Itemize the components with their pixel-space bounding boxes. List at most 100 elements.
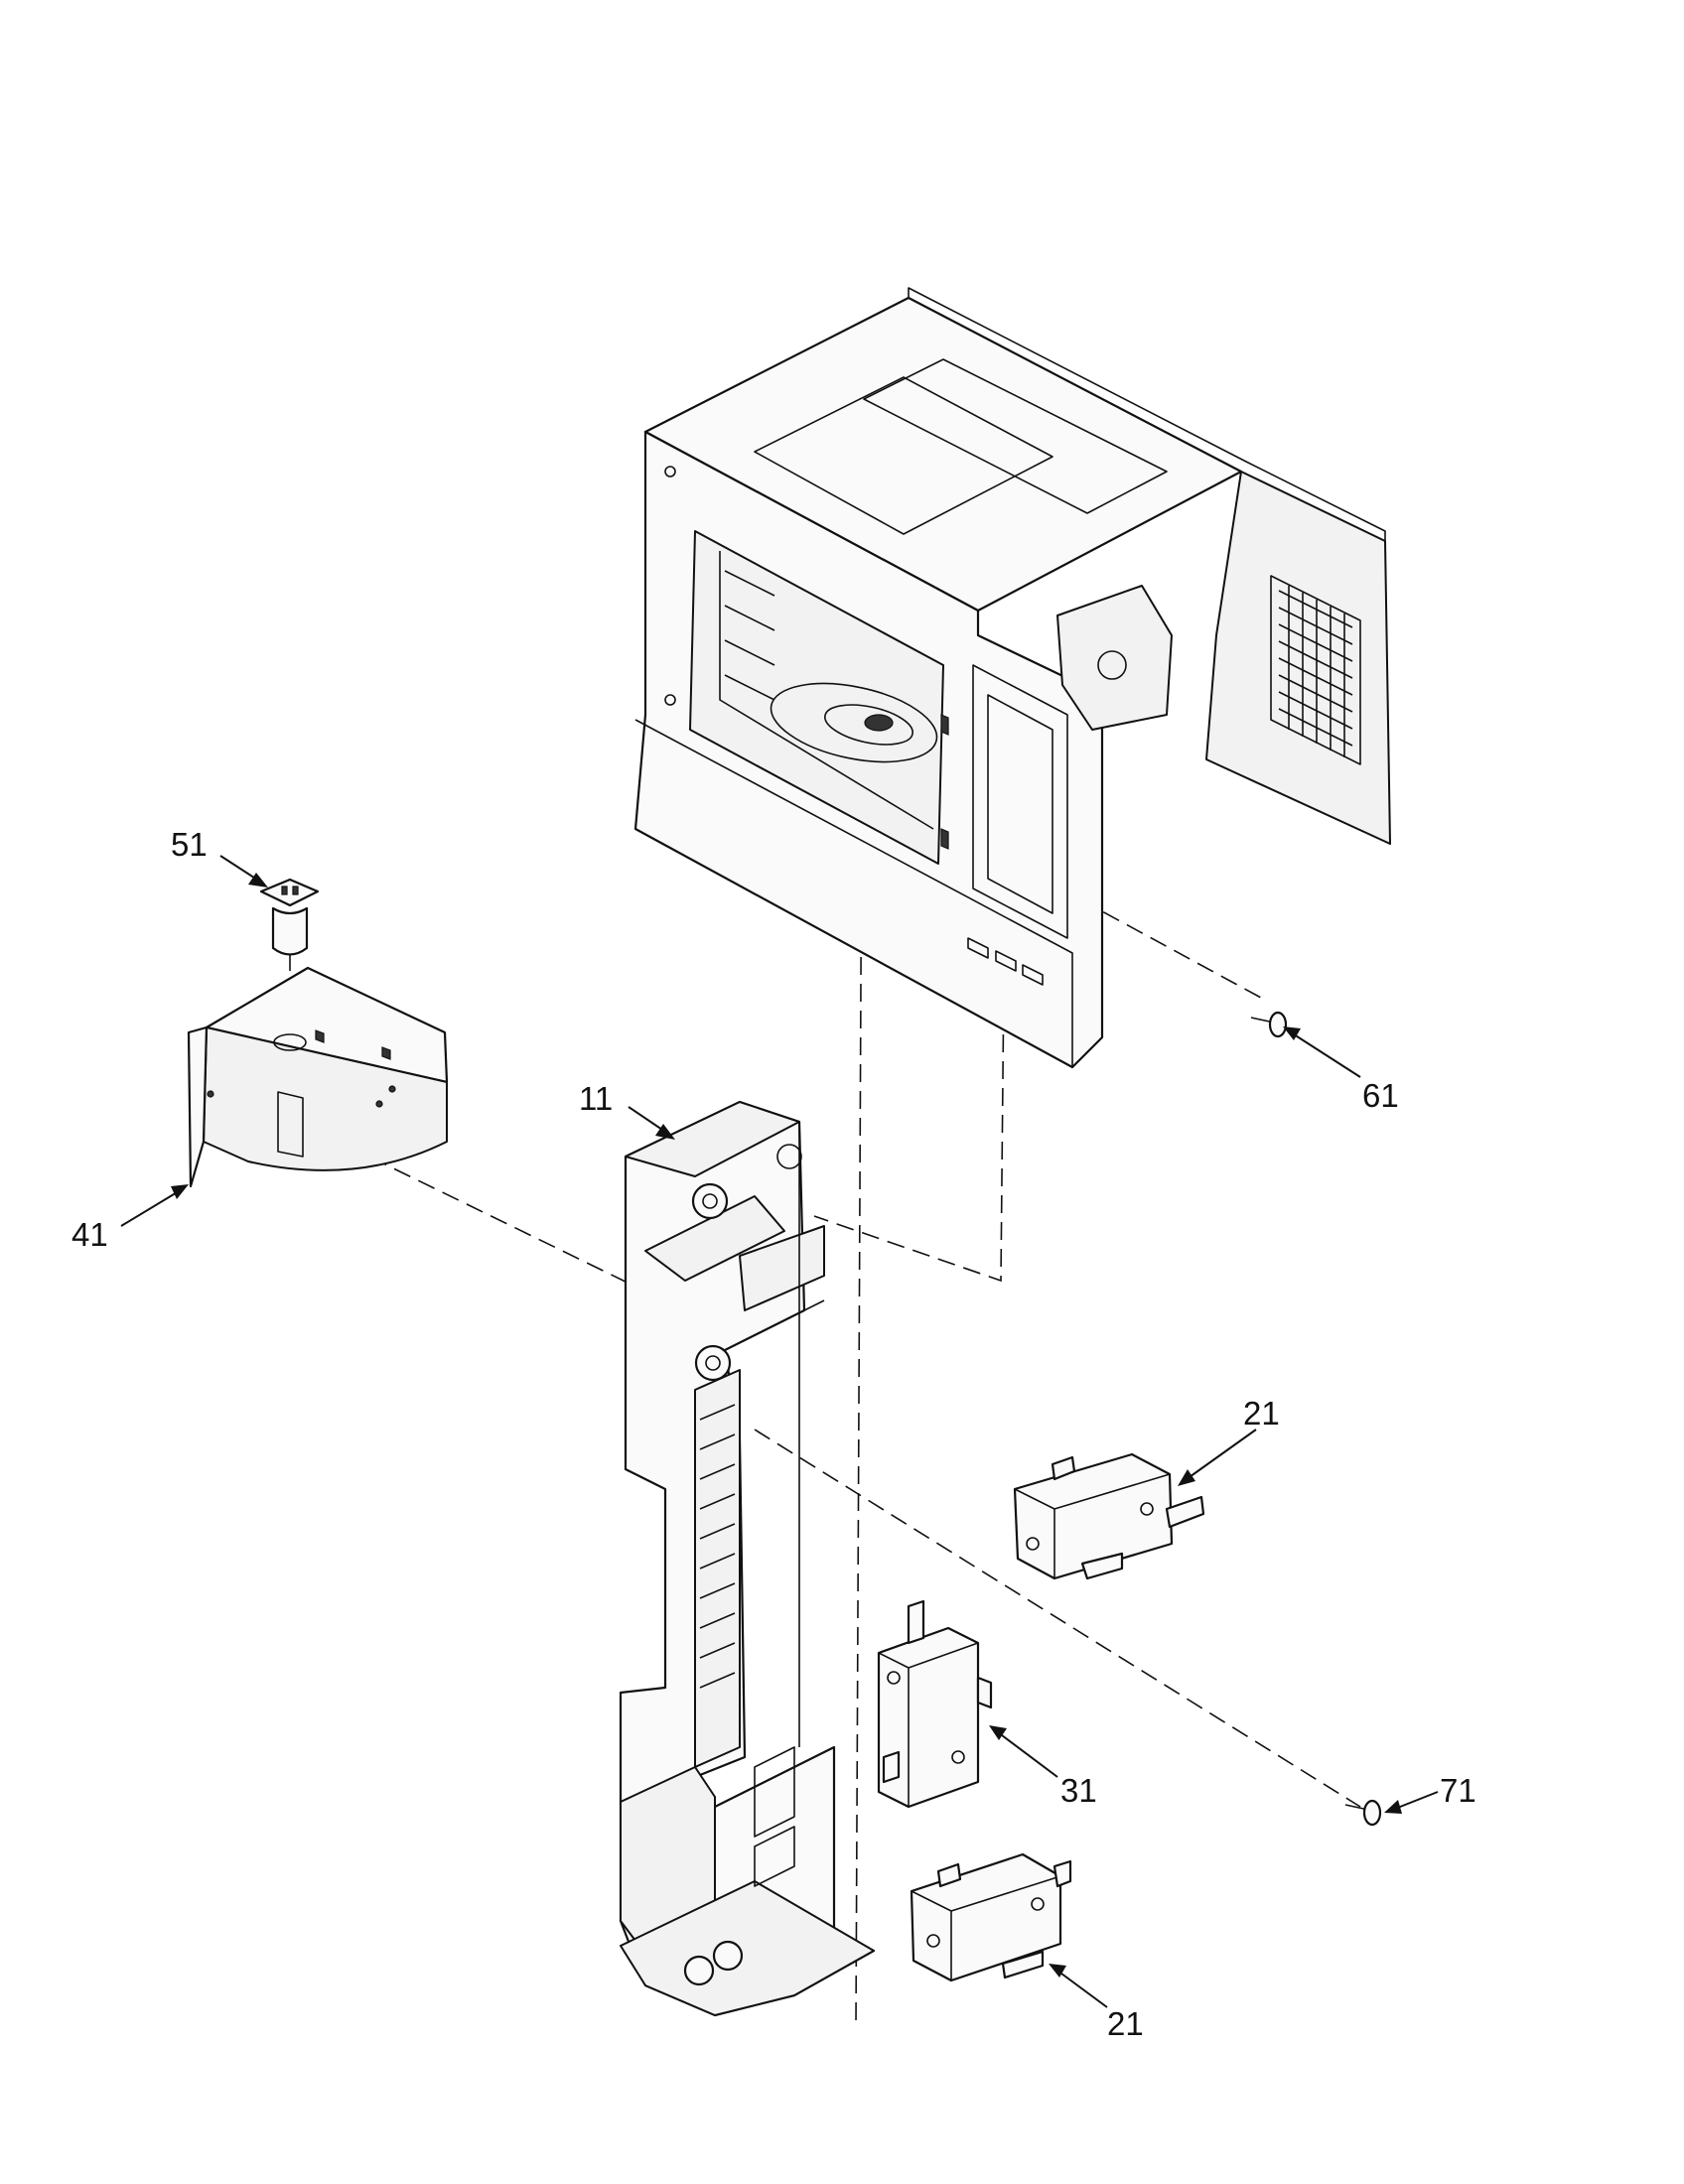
switch-31-terminal xyxy=(907,1599,925,1645)
screw-61-head xyxy=(1268,1011,1288,1038)
latch-pivot-top-inner xyxy=(702,1193,718,1209)
switch-31-hole-2 xyxy=(951,1750,965,1764)
latch-pivot-mid-inner xyxy=(705,1355,721,1371)
leader-lines xyxy=(120,855,1439,2008)
bracket-dot-3 xyxy=(207,1090,214,1098)
arrow-31 xyxy=(989,1725,1007,1740)
leader-21-lower xyxy=(1056,1970,1108,2008)
leader-31 xyxy=(997,1731,1058,1778)
dash-latch-to-screw-71 xyxy=(754,1429,1361,1808)
sensor-body xyxy=(271,906,309,956)
switch-21-upper-bottom-tab xyxy=(1080,1552,1124,1580)
bracket-slot-1 xyxy=(315,1029,325,1043)
screw-71 xyxy=(1344,1799,1382,1827)
callout-71: 71 xyxy=(1440,1772,1476,1809)
switch-21-upper-terminal xyxy=(1165,1495,1205,1529)
cavity-top-rib-1 xyxy=(754,376,1053,535)
turntable-inner xyxy=(824,704,913,746)
cavity-right-panel xyxy=(1205,471,1391,845)
latch-pivot-top xyxy=(691,1182,729,1220)
arrow-11 xyxy=(655,1124,675,1140)
dash-cavity-to-latch-left xyxy=(855,768,863,2028)
callout-31: 31 xyxy=(1060,1772,1097,1809)
vent-grille-holes xyxy=(1278,586,1353,757)
switch-frame-inner xyxy=(987,694,1053,914)
callout-11: 11 xyxy=(579,1080,613,1117)
callout-61: 61 xyxy=(1362,1077,1399,1114)
door-latch-holder xyxy=(619,1100,876,2017)
sensor-terminal-1 xyxy=(281,886,288,895)
leader-61 xyxy=(1290,1031,1361,1078)
arrow-51 xyxy=(248,873,268,887)
leader-71 xyxy=(1394,1791,1439,1810)
latch-pivot-lower-1 xyxy=(683,1955,715,1986)
arrow-61 xyxy=(1283,1026,1301,1040)
oven-cavity-assembly xyxy=(633,287,1391,1069)
switch-21-lower-body xyxy=(910,1852,1062,1982)
bracket-side-flange xyxy=(187,1025,209,1188)
arrow-21-upper xyxy=(1178,1469,1195,1486)
turntable-hub xyxy=(864,714,894,732)
switch-21-lower-hole-1 xyxy=(926,1934,940,1948)
sensor-flange xyxy=(259,878,320,907)
thermal-sensor xyxy=(259,878,320,956)
latch-pivot-mid xyxy=(694,1344,732,1382)
switch-31 xyxy=(877,1599,993,1809)
switch-21-lower-hole-2 xyxy=(1031,1897,1045,1911)
switch-frame-tab-1 xyxy=(940,714,949,736)
latch-spine-teeth xyxy=(699,1404,736,1689)
screw-61 xyxy=(1250,1011,1288,1038)
switch-21-upper-button xyxy=(1051,1455,1076,1481)
motor-bracket xyxy=(1056,585,1173,731)
latch-upper-arm xyxy=(739,1225,825,1311)
sensor-terminal-2 xyxy=(292,886,299,895)
latch-lower-slots xyxy=(754,1746,795,1887)
cavity-interior-wall xyxy=(719,551,934,830)
bracket-front xyxy=(203,1026,448,1171)
bracket-window xyxy=(277,1091,304,1158)
switch-21-lower-button xyxy=(936,1862,962,1888)
switch-21-lower-terminal xyxy=(1052,1859,1072,1888)
turntable-outer xyxy=(770,682,938,763)
latch-right-edge xyxy=(798,1122,825,1747)
latch-pivot-top-right xyxy=(776,1144,802,1169)
front-frame-slots xyxy=(967,937,1044,986)
cavity-bottom-lip xyxy=(634,719,1073,1067)
vent-grille-frame xyxy=(1270,575,1361,765)
arrow-41 xyxy=(171,1184,189,1199)
bracket-slot-2 xyxy=(381,1046,391,1060)
switch-31-edge xyxy=(878,1642,979,1807)
motor-bracket-hole xyxy=(1097,650,1127,680)
callout-21-lower: 21 xyxy=(1107,2005,1144,2042)
callout-21-upper: 21 xyxy=(1243,1395,1280,1432)
leader-41 xyxy=(120,1190,180,1227)
switch-21-upper-hole-1 xyxy=(1026,1537,1040,1551)
switch-31-body xyxy=(877,1626,980,1809)
bracket-sensor-hole xyxy=(273,1033,307,1051)
switch-31-button xyxy=(976,1676,993,1709)
callout-41: 41 xyxy=(71,1216,108,1253)
screw-71-head xyxy=(1362,1799,1382,1827)
frame-hole-1 xyxy=(664,466,676,478)
cavity-interior-ribs xyxy=(724,570,775,701)
switch-21-upper-hole-2 xyxy=(1140,1502,1154,1516)
sensor-bracket xyxy=(187,966,449,1188)
switch-21-lower-edge xyxy=(911,1875,1061,1980)
cavity-top-rib-2 xyxy=(863,358,1168,514)
switch-21-upper xyxy=(1013,1452,1205,1580)
callout-labels: 51 41 11 61 21 31 71 21 xyxy=(71,826,1476,2042)
switch-21-lower xyxy=(910,1852,1072,1982)
switch-21-upper-top-edge xyxy=(1014,1473,1171,1578)
bracket-dot-2 xyxy=(375,1100,383,1108)
leader-21-upper xyxy=(1186,1429,1257,1480)
switch-31-bottom-tab xyxy=(882,1750,901,1784)
bracket-dot-1 xyxy=(388,1085,396,1093)
switch-31-hole-1 xyxy=(887,1671,901,1685)
cavity-back-flange xyxy=(908,287,1386,541)
frame-hole-2 xyxy=(664,694,676,706)
switch-21-lower-bottom-tab xyxy=(1001,1950,1045,1979)
arrow-71 xyxy=(1384,1800,1402,1814)
cavity-opening xyxy=(689,530,944,865)
latch-pivot-lower-2 xyxy=(712,1940,744,1972)
